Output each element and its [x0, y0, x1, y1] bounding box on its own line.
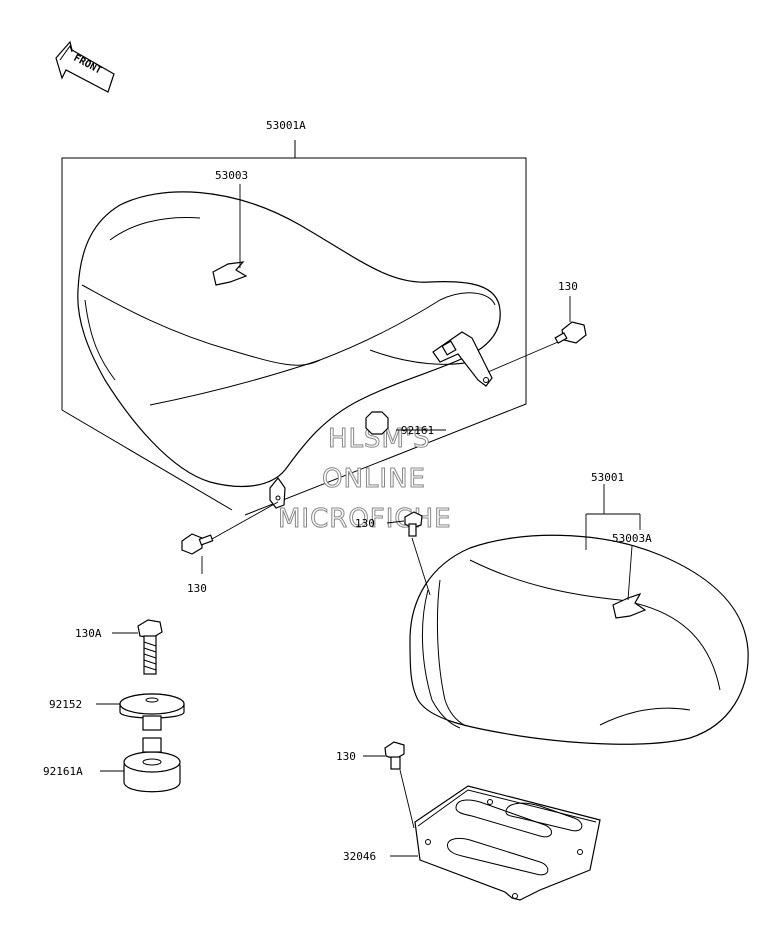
- label-53001a: 53001A: [266, 119, 306, 132]
- rear-seat: [409, 534, 749, 745]
- label-92161: 92161: [401, 424, 434, 437]
- bolt-left-part: [181, 533, 214, 555]
- damper-92161a-part: [123, 737, 181, 793]
- bolt-bracket-part: [384, 741, 405, 770]
- label-53003: 53003: [215, 169, 248, 182]
- label-92161a: 92161A: [43, 765, 83, 778]
- label-53003a: 53003A: [612, 532, 652, 545]
- rider-seat-upper: [77, 191, 501, 509]
- bracket-32046-part: [414, 785, 601, 901]
- bolt-130a-part: [137, 619, 163, 675]
- label-53001: 53001: [591, 471, 624, 484]
- washer-92152-part: [119, 693, 185, 731]
- label-92152: 92152: [49, 698, 82, 711]
- assembly-bracket: [61, 140, 527, 516]
- nut-92161-part: [365, 411, 389, 435]
- label-130-center: 130: [355, 517, 375, 530]
- label-32046: 32046: [343, 850, 376, 863]
- label-130-bracket: 130: [336, 750, 356, 763]
- bolt-center-part: [404, 511, 423, 537]
- watermark-line-3: MICROFICHE: [278, 504, 452, 534]
- label-130-right: 130: [558, 280, 578, 293]
- label-130-left: 130: [187, 582, 207, 595]
- bolt-right-part: [554, 321, 587, 344]
- leader-lines: [96, 184, 641, 857]
- front-arrow-icon: FRONT: [55, 40, 115, 93]
- label-130a: 130A: [75, 627, 102, 640]
- watermark-line-2: ONLINE: [322, 464, 426, 494]
